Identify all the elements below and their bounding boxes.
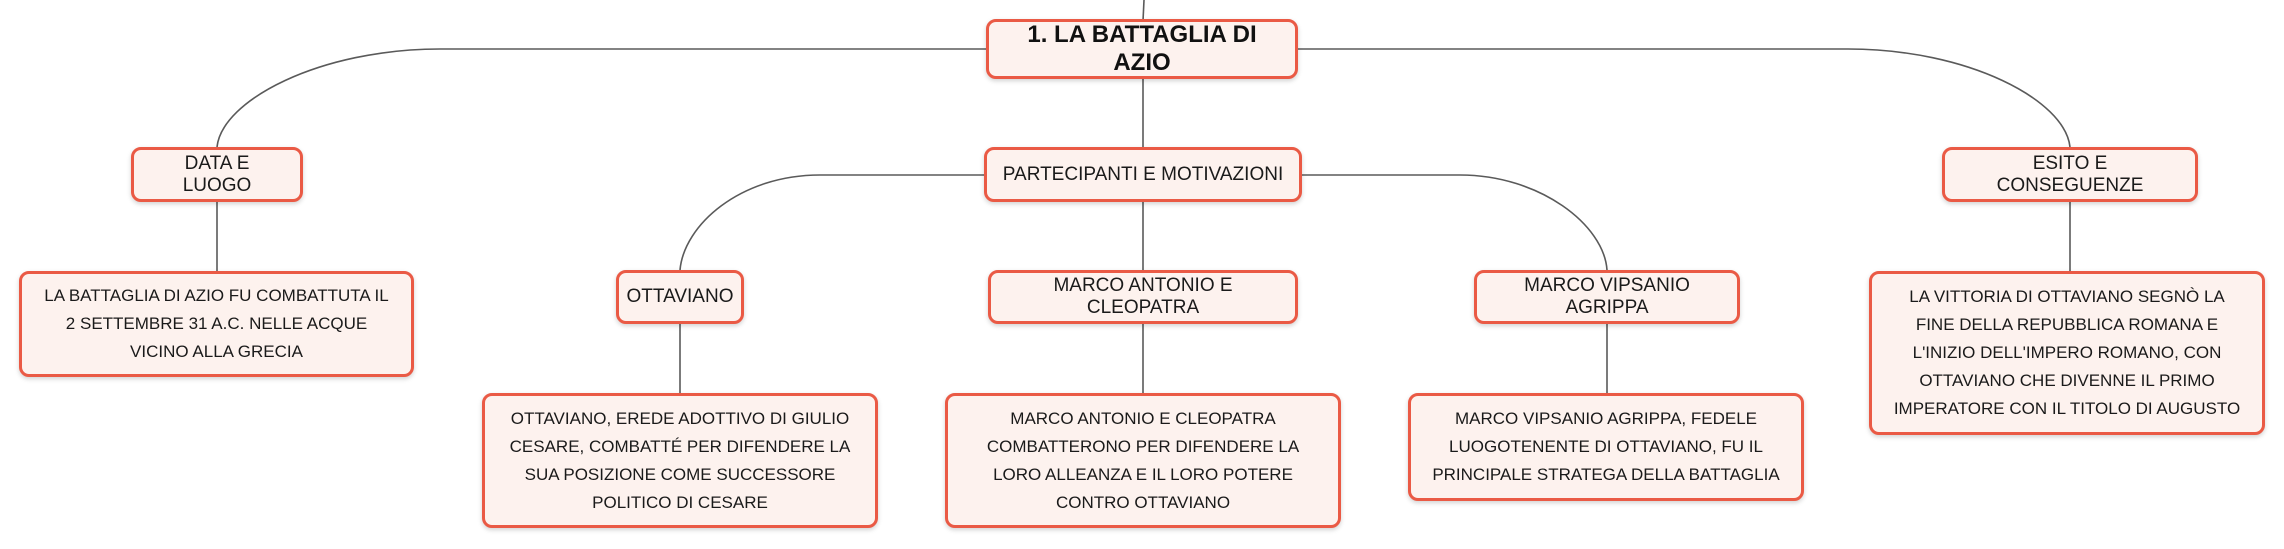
- branch-node-esito-label: ESITO E CONSEGUENZE: [1996, 152, 2144, 196]
- detail-node-agrippa-text: MARCO VIPSANIO AGRIPPA, FEDELE LUOGOTENE…: [1432, 409, 1780, 484]
- detail-node-ottaviano[interactable]: OTTAVIANO, EREDE ADOTTIVO DI GIULIO CESA…: [482, 393, 878, 528]
- detail-node-esito[interactable]: LA VITTORIA DI OTTAVIANO SEGNÒ LA FINE D…: [1869, 271, 2265, 435]
- child-node-ottaviano-label: OTTAVIANO: [626, 286, 734, 307]
- detail-node-data-luogo-text: LA BATTAGLIA DI AZIO FU COMBATTUTA IL 2 …: [44, 286, 389, 361]
- branch-node-partecipanti-label: PARTECIPANTI E MOTIVAZIONI: [1002, 163, 1284, 185]
- branch-node-esito[interactable]: ESITO E CONSEGUENZE: [1942, 147, 2198, 202]
- connector-partecipanti-ottaviano: [679, 174, 984, 271]
- detail-node-data-luogo[interactable]: LA BATTAGLIA DI AZIO FU COMBATTUTA IL 2 …: [19, 271, 414, 377]
- branch-node-data-luogo-label: DATA E LUOGO: [182, 152, 252, 196]
- detail-node-esito-text: LA VITTORIA DI OTTAVIANO SEGNÒ LA FINE D…: [1893, 287, 2241, 418]
- connector-partecipanti-agrippa: [1302, 174, 1608, 271]
- connector-root-esito: [1298, 48, 2071, 148]
- child-node-agrippa-label: MARCO VIPSANIO AGRIPPA: [1524, 275, 1690, 318]
- child-node-marco-antonio-label: MARCO ANTONIO E CLEOPATRA: [1053, 275, 1233, 318]
- detail-node-agrippa[interactable]: MARCO VIPSANIO AGRIPPA, FEDELE LUOGOTENE…: [1408, 393, 1804, 501]
- root-node-label: 1. LA BATTAGLIA DI AZIO: [1027, 21, 1257, 76]
- child-node-ottaviano[interactable]: OTTAVIANO: [616, 270, 744, 324]
- branch-node-partecipanti[interactable]: PARTECIPANTI E MOTIVAZIONI: [984, 147, 1302, 202]
- child-node-agrippa[interactable]: MARCO VIPSANIO AGRIPPA: [1474, 270, 1740, 324]
- detail-node-ottaviano-text: OTTAVIANO, EREDE ADOTTIVO DI GIULIO CESA…: [509, 408, 851, 512]
- connector-parent-root: [1142, 0, 1145, 22]
- detail-node-marco-antonio[interactable]: MARCO ANTONIO E CLEOPATRA COMBATTERONO P…: [945, 393, 1341, 528]
- detail-node-marco-antonio-text: MARCO ANTONIO E CLEOPATRA COMBATTERONO P…: [986, 408, 1300, 512]
- child-node-marco-antonio[interactable]: MARCO ANTONIO E CLEOPATRA: [988, 270, 1298, 324]
- connector-root-data-luogo: [216, 48, 986, 148]
- root-node[interactable]: 1. LA BATTAGLIA DI AZIO: [986, 19, 1298, 79]
- branch-node-data-luogo[interactable]: DATA E LUOGO: [131, 147, 303, 202]
